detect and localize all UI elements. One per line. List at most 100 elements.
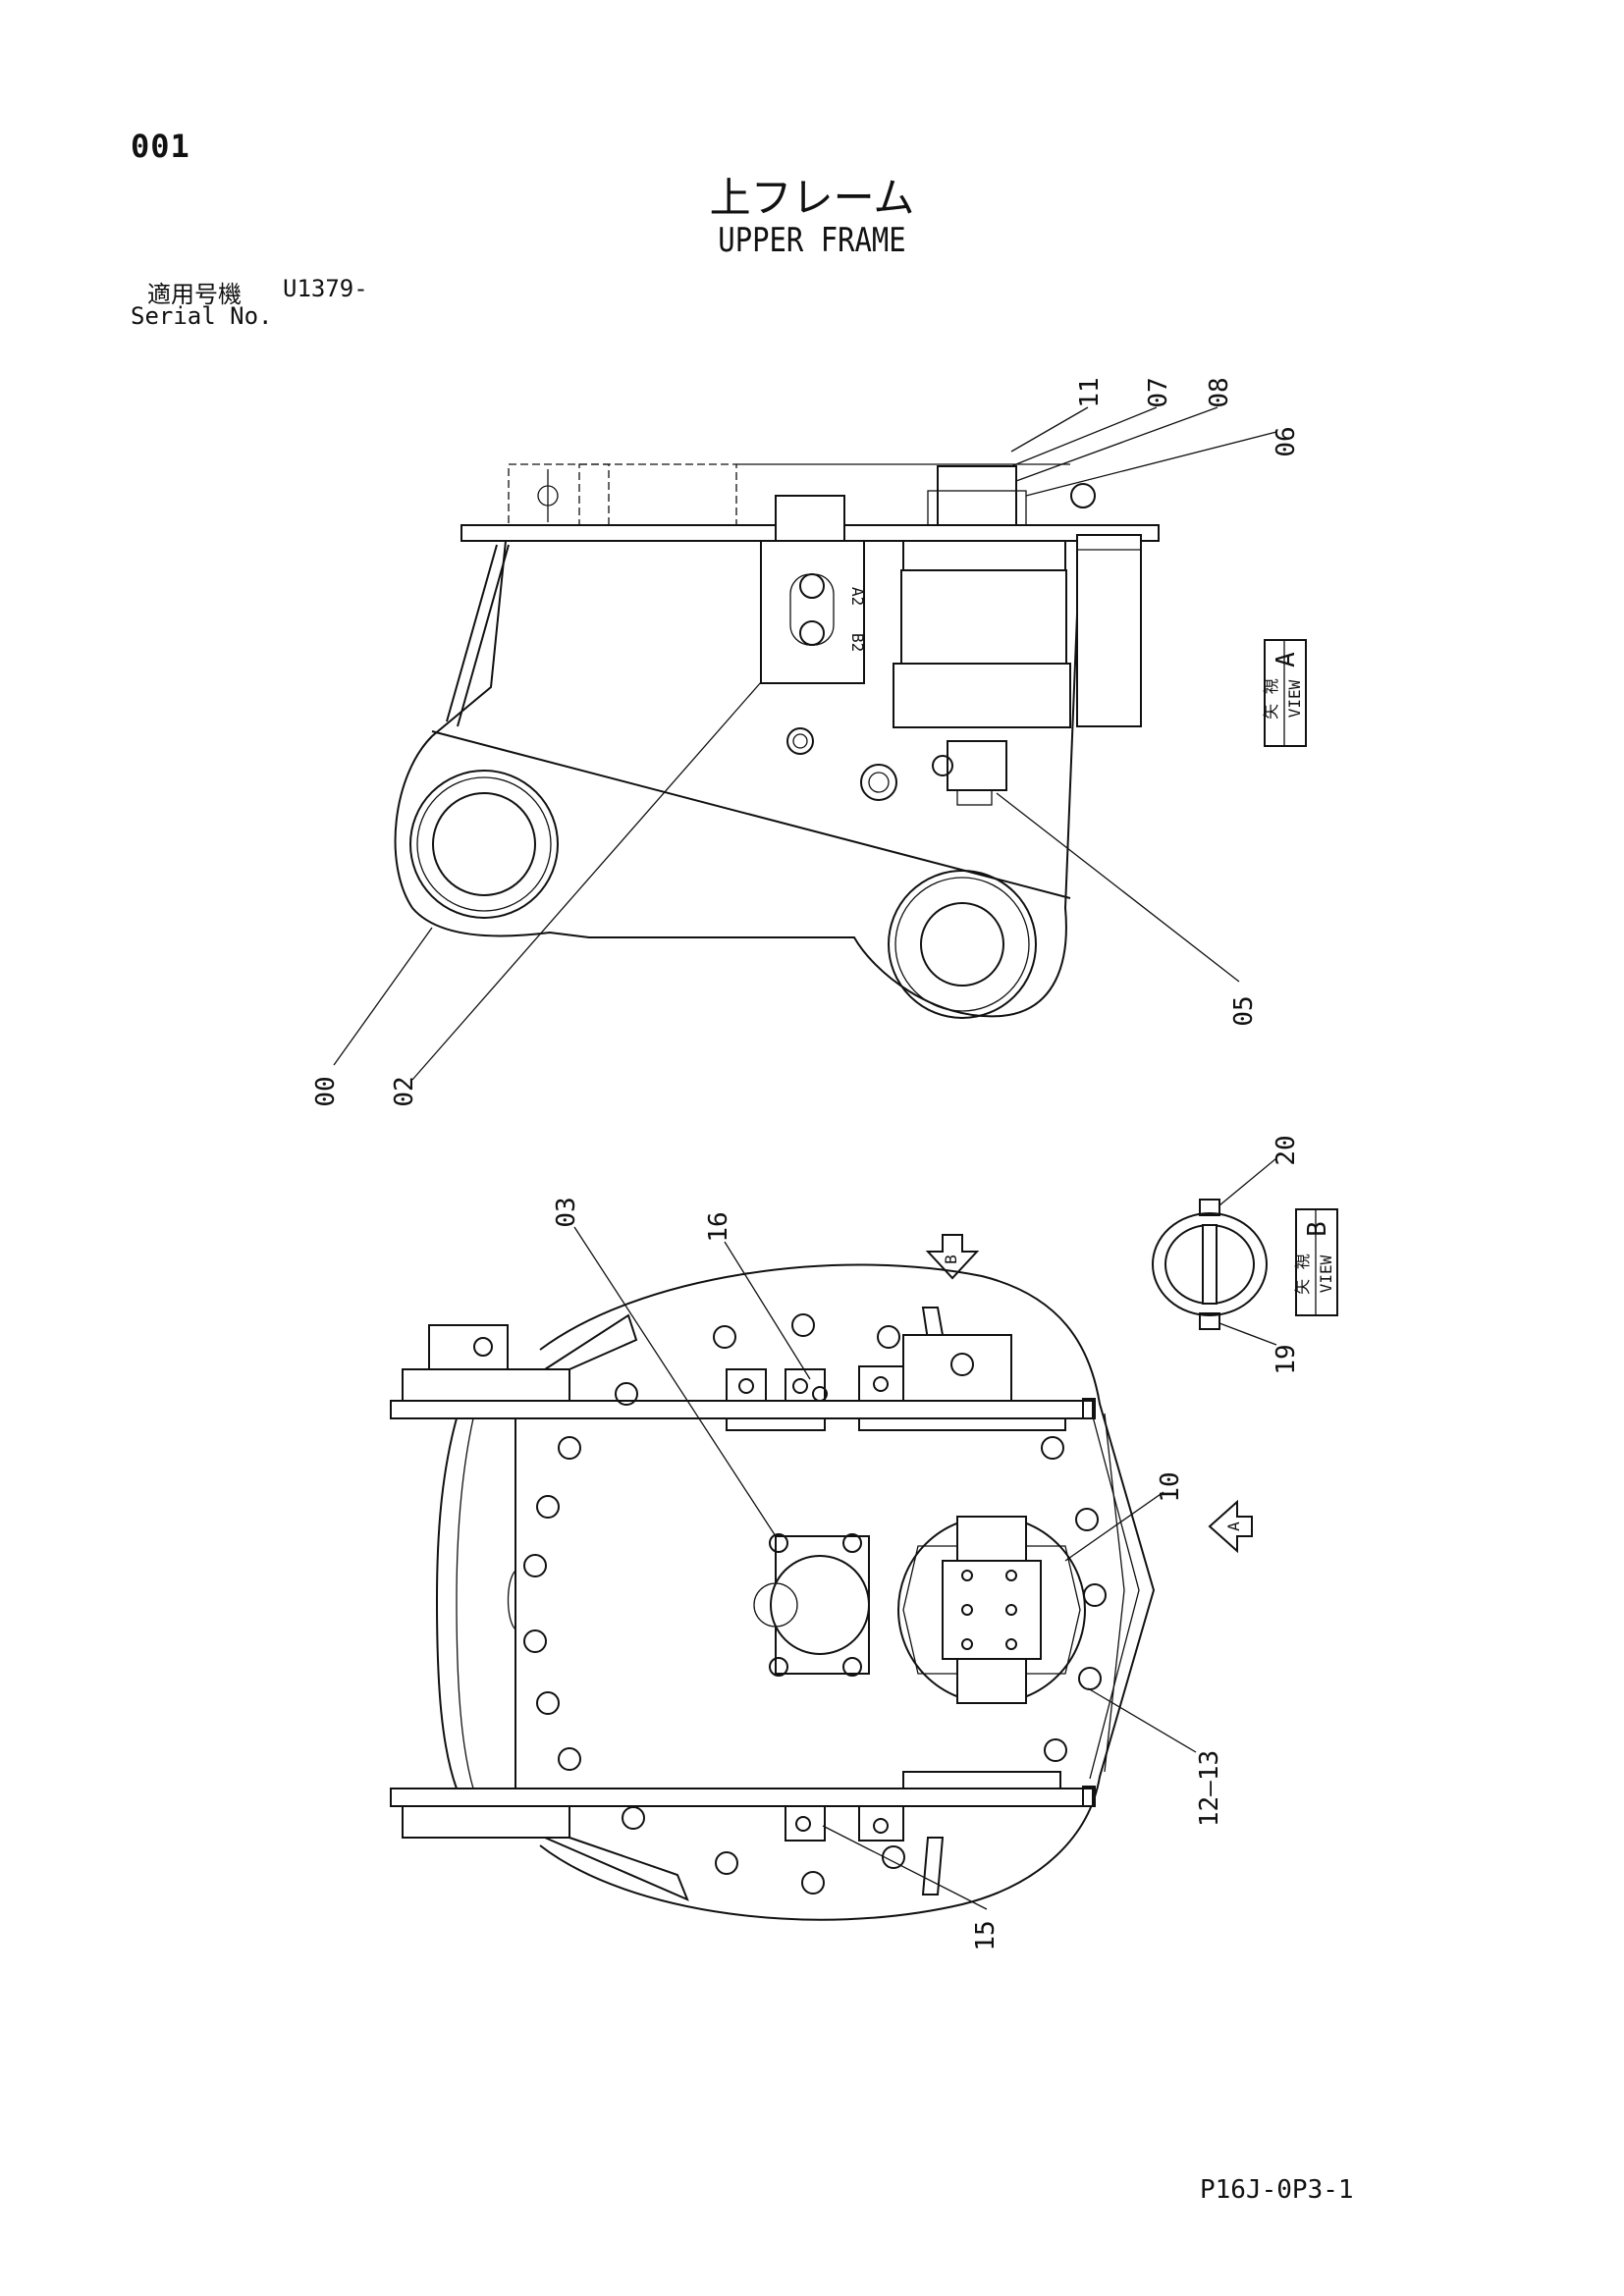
left-boss-bore	[432, 792, 536, 896]
plan-lug-bolt	[473, 1337, 493, 1357]
leader-08	[1015, 406, 1218, 482]
plan-swing-bolt-1	[961, 1570, 973, 1581]
part-stud-bottom	[1199, 1312, 1220, 1330]
bolt-hole	[1075, 1508, 1099, 1531]
plan-gusset-right-bottom	[921, 1837, 945, 1896]
bolt-hole	[1044, 1738, 1067, 1762]
port-label-a2: A2	[848, 587, 867, 606]
view-a-word: VIEW	[1285, 679, 1304, 718]
plan-view-leaders	[573, 1226, 1197, 1910]
bolt-hole	[558, 1436, 581, 1460]
bolt-hole	[791, 1313, 815, 1337]
plan-block-bolt	[950, 1353, 974, 1376]
side-cylinder	[1076, 534, 1142, 727]
title-english: UPPER FRAME	[718, 221, 906, 260]
page-number: 001	[131, 128, 190, 165]
view-b-label: 矢 視 VIEW B	[1293, 1208, 1338, 1316]
plan-block-small-bottom	[858, 1805, 904, 1842]
plan-strip-top	[858, 1417, 1066, 1431]
top-view-leaders	[333, 406, 1277, 1081]
plan-swing-bolt-3	[961, 1604, 973, 1616]
callout-05: 05	[1229, 995, 1259, 1026]
view-a-box	[1264, 639, 1307, 747]
plan-swing-center	[942, 1560, 1042, 1660]
plan-mount-bolt-1	[769, 1533, 788, 1553]
right-boss-ring	[894, 877, 1030, 1012]
view-a-label: 矢 視 VIEW A	[1262, 639, 1307, 747]
callout-11: 11	[1075, 377, 1105, 407]
bolt-hole	[801, 1871, 825, 1895]
plan-mount-bolt-2	[842, 1533, 862, 1553]
view-b-box	[1295, 1208, 1338, 1316]
valve-block	[760, 540, 865, 684]
motor-lower	[893, 663, 1071, 728]
plan-block-a	[726, 1368, 767, 1402]
bolt-hole	[615, 1382, 638, 1406]
plan-arm-left	[435, 1417, 458, 1789]
plan-mount-bolt-3	[769, 1657, 788, 1677]
frame-gusset-b	[457, 544, 510, 727]
plan-bolt-holes	[523, 1313, 1107, 1895]
plan-gusset-top	[544, 1313, 638, 1370]
callout-02: 02	[390, 1076, 419, 1106]
arrow-b-shape	[925, 1234, 980, 1280]
plan-mount-bore	[770, 1555, 870, 1655]
bolt-hole	[536, 1495, 560, 1519]
frame-gusset-a	[446, 544, 498, 722]
callout-19: 19	[1272, 1344, 1301, 1374]
leader-05	[996, 792, 1240, 983]
bolt-hole	[715, 1851, 738, 1875]
left-boss-ring	[416, 776, 552, 912]
left-boss-outer	[409, 770, 559, 919]
bolt-hole-small	[873, 1818, 889, 1834]
bolt-hole	[882, 1845, 905, 1869]
plan-strip-bottom	[902, 1771, 1061, 1789]
plan-arm-left-inner	[456, 1417, 474, 1789]
part-stud-top	[1199, 1199, 1220, 1216]
bolt-hole	[523, 1629, 547, 1653]
valve-top	[775, 495, 845, 542]
plan-top-plate	[390, 1400, 1094, 1419]
small-valve-base	[956, 789, 993, 806]
bolt-lower	[860, 764, 897, 801]
frame-outline	[394, 540, 1081, 1018]
plan-gusset-bottom	[544, 1837, 689, 1901]
leader-10	[1064, 1491, 1164, 1562]
plan-left-boss-top	[402, 1368, 570, 1402]
plan-bottom-plate	[390, 1788, 1094, 1807]
bolt-lower-inner	[868, 772, 890, 793]
bolt-hole	[536, 1691, 560, 1715]
plan-swing-bolt-5	[961, 1638, 973, 1650]
callout-07: 07	[1144, 377, 1173, 407]
bolt-hole	[1078, 1667, 1102, 1690]
right-boss-bore	[920, 902, 1004, 987]
bolt-hole-small	[792, 1378, 808, 1394]
bolt-hole	[523, 1554, 547, 1577]
leader-15	[822, 1825, 988, 1910]
plan-top-plate-end	[1082, 1398, 1096, 1419]
part-ring	[1152, 1212, 1268, 1316]
title-japanese: 上フレーム	[709, 174, 915, 222]
callout-08: 08	[1205, 377, 1234, 407]
motor-upper	[900, 569, 1067, 665]
motor-flange	[902, 540, 1066, 571]
arrow-view-b: B	[925, 1234, 980, 1280]
plan-left-boss-bottom	[402, 1805, 570, 1839]
leader-16	[724, 1241, 811, 1380]
bolt-hole-small	[873, 1376, 889, 1392]
view-a-letter: A	[1272, 652, 1301, 667]
serial-value: U1379-	[283, 275, 368, 302]
view-b-jp: 矢 視	[1293, 1254, 1312, 1295]
view-b-letter: B	[1303, 1221, 1332, 1237]
upper-frame-plan-view	[390, 1263, 1156, 1921]
callout-10: 10	[1156, 1471, 1185, 1502]
serial-label-english: Serial No.	[131, 302, 273, 330]
leader-06	[1025, 431, 1277, 497]
leader-03	[573, 1226, 777, 1537]
leader-19	[1218, 1322, 1277, 1346]
leader-11	[1010, 406, 1089, 453]
port-label-b2: B2	[848, 633, 867, 652]
arrow-view-a: A	[1208, 1499, 1253, 1554]
upper-frame-side-view: A2 B2	[394, 463, 1160, 1019]
bolt-hole	[877, 1325, 900, 1349]
